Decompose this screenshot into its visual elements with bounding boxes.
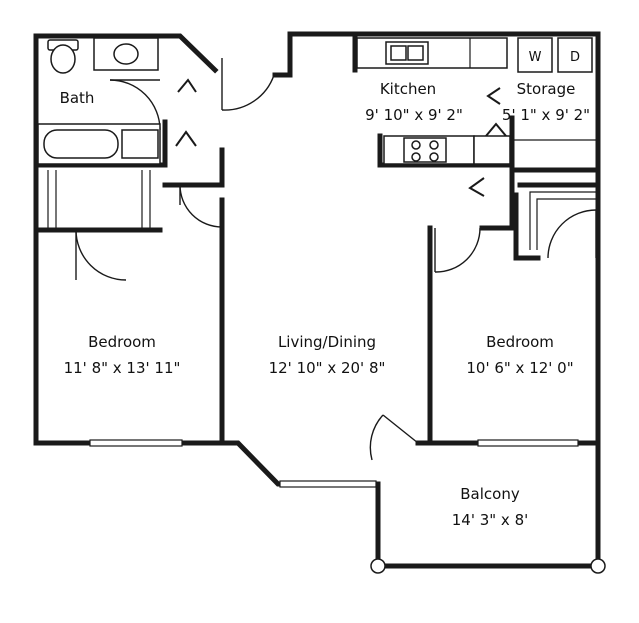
toilet-bowl-icon xyxy=(50,44,76,74)
dryer-icon xyxy=(557,37,593,73)
balcony-posts xyxy=(370,558,606,574)
walls xyxy=(33,31,601,569)
balcony-post-left xyxy=(370,558,386,574)
laundry: W D xyxy=(514,37,598,141)
burner-icon xyxy=(429,140,439,150)
stove-icon xyxy=(403,137,447,163)
doors xyxy=(75,58,597,461)
kitchen-sink-basin-left xyxy=(390,45,407,61)
balcony-dims: 14' 3" x 8' xyxy=(452,511,529,529)
kitchen-fixtures xyxy=(356,37,511,165)
dryer-label: D xyxy=(570,50,580,65)
living-dining-dims: 12' 10" x 20' 8" xyxy=(269,359,386,377)
bedroom-left-name: Bedroom xyxy=(88,333,156,351)
burner-icon xyxy=(429,152,439,162)
sink-icon xyxy=(113,43,139,65)
bath-fixtures xyxy=(37,37,161,228)
bathtub-basin-icon xyxy=(43,129,119,159)
bedroom-right-name: Bedroom xyxy=(486,333,554,351)
refrigerator-icon xyxy=(473,135,511,165)
closet-shelves xyxy=(529,191,598,250)
washer-label: W xyxy=(529,50,542,65)
kitchen-sink-basin-right xyxy=(407,45,424,61)
bedroom-right-dims: 10' 6" x 12' 0" xyxy=(466,359,573,377)
bathtub-ledge-icon xyxy=(121,129,159,159)
room-labels: Bath Kitchen 9' 10" x 9' 2" Storage 5' 1… xyxy=(60,80,591,529)
burner-icon xyxy=(411,152,421,162)
balcony-post-right xyxy=(590,558,606,574)
balcony-name: Balcony xyxy=(460,485,520,503)
burner-icon xyxy=(411,140,421,150)
storage-dims: 5' 1" x 9' 2" xyxy=(502,106,590,124)
kitchen-dims: 9' 10" x 9' 2" xyxy=(365,106,463,124)
windows xyxy=(89,439,579,488)
bath-name: Bath xyxy=(60,89,95,107)
kitchen-name: Kitchen xyxy=(380,80,436,98)
storage-name: Storage xyxy=(517,80,576,98)
washer-icon xyxy=(517,37,553,73)
living-dining-name: Living/Dining xyxy=(278,333,376,351)
chevrons xyxy=(175,78,507,197)
kitchen-counter-top xyxy=(356,37,508,69)
bedroom-left-dims: 11' 8" x 13' 11" xyxy=(64,359,181,377)
